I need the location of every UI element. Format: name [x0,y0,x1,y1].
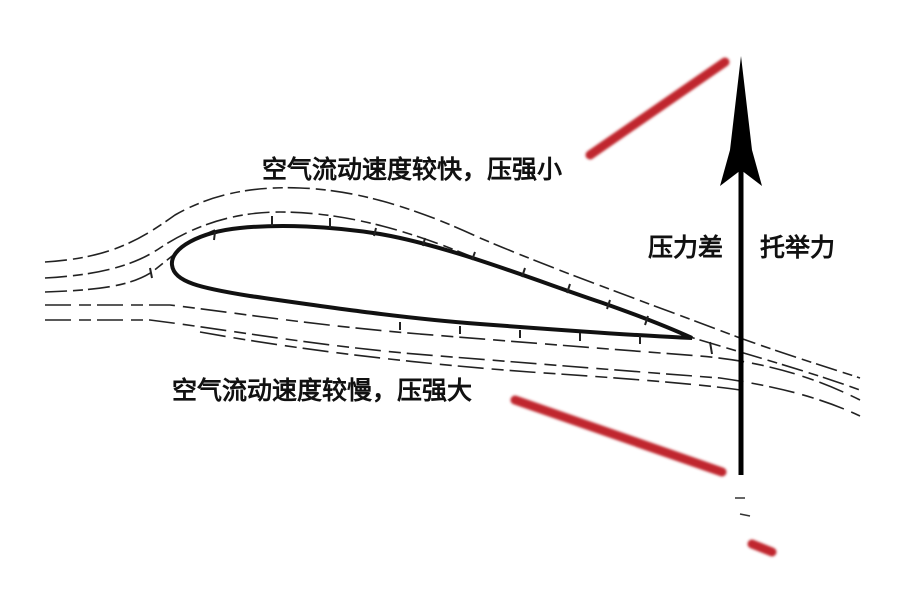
lift-arrow [720,56,762,517]
streamline-upper-2 [44,211,861,391]
label-pressure-difference: 压力差 [648,233,724,262]
label-lower-airflow: 空气流动速度较慢，压强大 [172,376,473,405]
airfoil-outline [169,224,693,340]
streamline-lower-2 [45,319,861,417]
red-stroke-top [585,57,730,160]
label-upper-airflow: 空气流动速度较快，压强小 [262,155,563,184]
red-brush-strokes [510,57,777,557]
streamlines-below [45,304,861,417]
red-stroke-small [747,539,777,557]
lift-arrow-tail-dash-2 [739,513,751,517]
surface-tick-marks [149,216,713,355]
label-lift-force: 托举力 [760,233,836,262]
lift-arrow-head-icon [720,56,762,186]
red-stroke-bottom [510,395,727,477]
streamline-lower-3 [199,331,741,391]
streamline-lower-1 [45,304,861,401]
